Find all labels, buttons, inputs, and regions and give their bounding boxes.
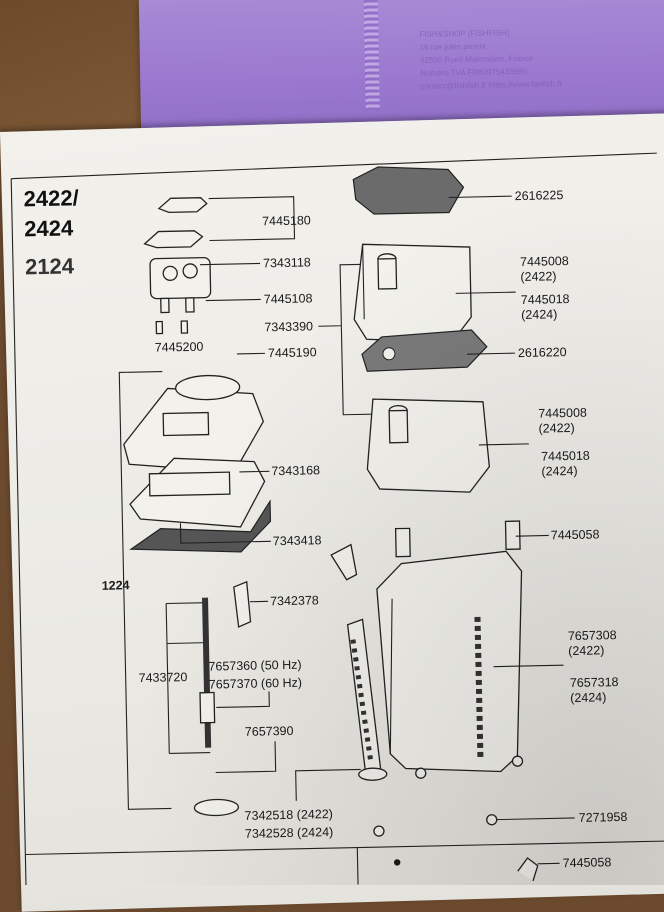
bullet-mark: ● [392, 854, 401, 871]
filter-basket-upper [353, 242, 472, 344]
part-label-7433720: 7433720 [139, 670, 188, 685]
part-label-7657318: 7657318 [570, 675, 619, 690]
part-label-7343390: 7343390 [264, 319, 313, 334]
part-label-7657318-model: (2424) [570, 690, 606, 705]
part-label-2616220: 2616220 [518, 345, 567, 360]
part-label-7445008-lower: 7445008 [538, 406, 587, 421]
part-label-7657308-model: (2422) [568, 643, 604, 658]
exploded-parts-diagram: 2422/ 2424 2124 7445180 7343118 7445108 … [0, 0, 664, 885]
part-label-7657370: 7657370 (60 Hz) [209, 676, 302, 692]
part-label-7271958: 7271958 [579, 810, 628, 825]
part-label-7657360: 7657360 (50 Hz) [208, 658, 301, 674]
clip-7445058-bottom [518, 858, 538, 881]
part-label-7445018-upper: 7445018 [521, 292, 570, 307]
section-divider [25, 841, 664, 855]
leader-7445108 [206, 299, 261, 300]
part-label-7445008-upper-model: (2422) [520, 269, 556, 284]
part-label-1224: 1224 [102, 578, 130, 593]
screw-7342528 [374, 826, 384, 836]
leader-7445058 [516, 535, 549, 536]
part-label-7343118: 7343118 [263, 255, 311, 270]
filter-head-drawing [122, 374, 271, 554]
leader-7657390 [215, 741, 276, 772]
screw-7271958 [487, 815, 497, 825]
intake-base [359, 768, 387, 781]
latch-clip [331, 545, 357, 581]
gasket-ring [194, 799, 238, 816]
leader-7271958 [497, 818, 575, 820]
spring-clip-7342378 [234, 582, 251, 627]
impeller-rotor [200, 693, 215, 723]
filter-canister [376, 521, 526, 779]
part-label-7342528: 7342528 (2424) [245, 825, 334, 841]
part-label-7445008-upper: 7445008 [520, 254, 569, 269]
part-label-7343168: 7343168 [271, 463, 320, 478]
leader-7657360 [216, 691, 269, 707]
page-border-top [11, 153, 657, 179]
part-label-7445108: 7445108 [264, 291, 313, 306]
part-label-7343418: 7343418 [273, 533, 322, 548]
part-label-7657390: 7657390 [245, 724, 294, 739]
part-label-7342518: 7342518 (2422) [244, 807, 333, 823]
section-divider-vertical [357, 848, 358, 885]
model-number-2422: 2422/ [23, 185, 79, 211]
filter-pad-2616225 [353, 165, 464, 214]
valve-block-drawing [150, 258, 212, 334]
part-label-2616225: 2616225 [515, 188, 564, 203]
filter-basket-lower [366, 397, 490, 495]
part-label-7445018-upper-model: (2424) [521, 307, 557, 322]
leader-7445190 [237, 353, 265, 354]
part-label-7445058: 7445058 [551, 527, 600, 542]
part-label-7445190: 7445190 [268, 345, 317, 360]
part-label-7445008-lower-model: (2422) [538, 421, 574, 436]
page-border-left [11, 179, 26, 885]
part-label-7342378: 7342378 [270, 593, 319, 608]
part-label-7445058-bottom: 7445058 [563, 855, 612, 870]
model-number-2424: 2424 [24, 215, 74, 241]
part-label-7445200: 7445200 [155, 340, 204, 355]
clip-part-drawing [144, 198, 208, 248]
part-label-7657308: 7657308 [568, 628, 617, 643]
model-number-2124: 2124 [25, 253, 75, 279]
leader-7343168 [239, 471, 269, 472]
part-label-7445018-lower: 7445018 [541, 449, 590, 464]
part-label-7445018-lower-model: (2424) [541, 464, 577, 479]
part-label-7445180: 7445180 [262, 213, 311, 228]
leader-7342518 [296, 769, 362, 800]
